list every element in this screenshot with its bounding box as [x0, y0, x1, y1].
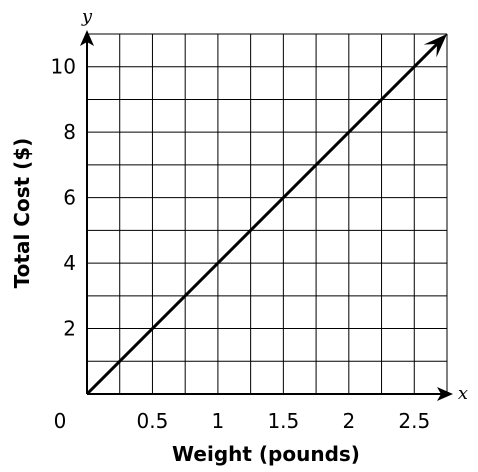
series: [85, 34, 447, 396]
x-axis-variable: x: [458, 383, 468, 404]
x-tick-label: 0.5: [137, 409, 169, 433]
x-tick-label: 2: [342, 409, 355, 433]
x-tick-label: 2.5: [398, 409, 430, 433]
grid: [87, 33, 448, 394]
series-line: [85, 42, 439, 396]
origin-label: 0: [54, 409, 67, 433]
x-tick-label: 1: [212, 409, 225, 433]
y-axis-title: Total Cost ($): [10, 138, 34, 289]
x-tick-label: 1.5: [267, 409, 299, 433]
y-axis-variable: y: [81, 6, 93, 27]
y-axis-arrow-icon: [80, 30, 94, 46]
tick-labels: 0.5 1 1.5 2 2.5 2 4 6 8 10: [51, 55, 431, 433]
y-tick-label: 6: [63, 186, 76, 210]
y-tick-label: 8: [63, 120, 76, 144]
y-tick-label: 4: [63, 251, 76, 275]
series-arrow-icon: [423, 34, 447, 58]
y-tick-label: 10: [51, 55, 76, 79]
x-axis-title: Weight (pounds): [172, 442, 360, 466]
x-axis-arrow-icon: [437, 387, 453, 401]
axes: [80, 30, 453, 401]
y-tick-label: 2: [63, 317, 76, 341]
